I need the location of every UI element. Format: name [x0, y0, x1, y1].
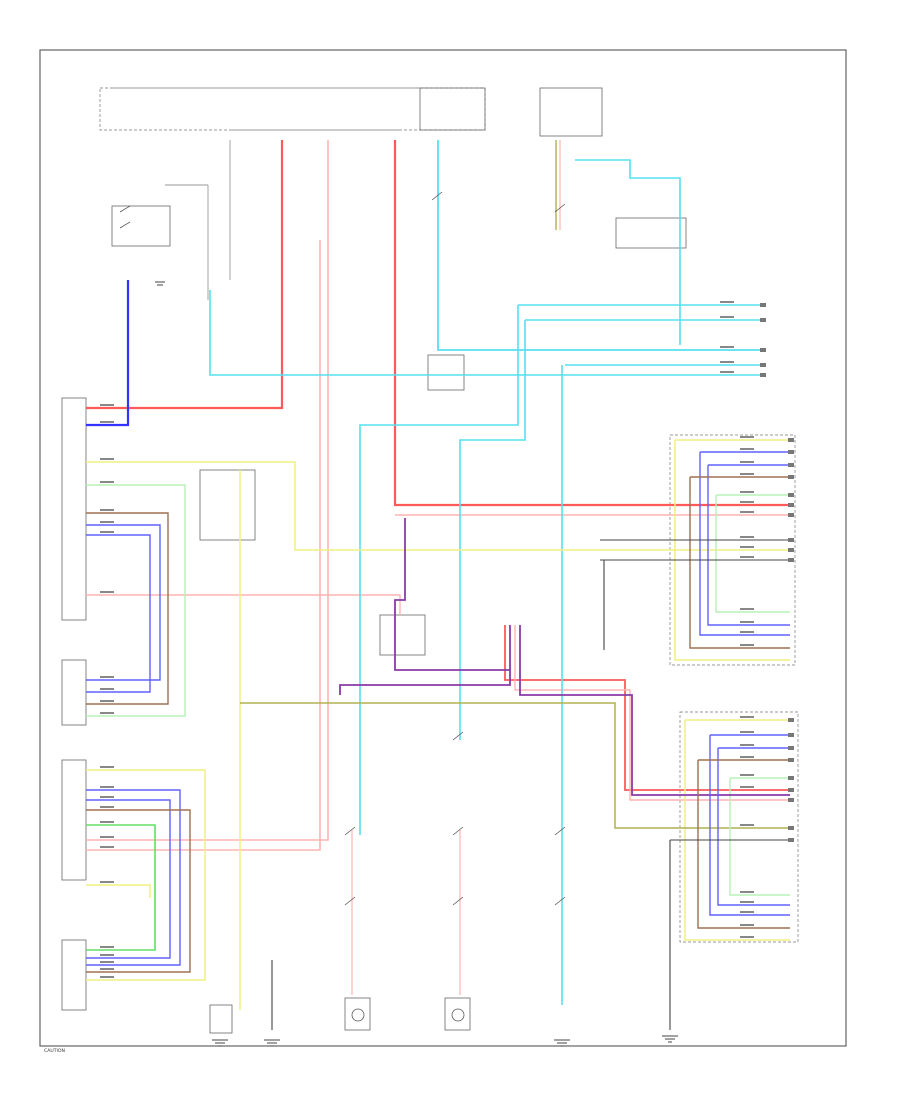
wire-pink-3 — [86, 594, 401, 615]
diagram-frame — [39, 49, 847, 1047]
right-door-connector — [61, 939, 87, 1011]
under-hood-fuse-box — [99, 87, 486, 131]
wire-cyan-2 — [209, 290, 760, 376]
wire-purple-1 — [394, 518, 510, 671]
center-module-box — [427, 354, 465, 391]
ground-symbols — [155, 281, 678, 1047]
wire-code-marks — [100, 301, 754, 978]
door-switch-connector — [61, 659, 87, 726]
ground-box-left — [209, 1004, 233, 1034]
right-rear-actuator-frame — [679, 711, 799, 943]
connector-pins-right — [760, 303, 794, 842]
wire-navy-1 — [86, 524, 161, 681]
wire-green-2 — [86, 484, 186, 717]
wire-pink-5 — [514, 625, 790, 801]
wire-red-lock — [504, 625, 790, 791]
wire-cyan-6 — [359, 305, 519, 835]
lock-relay-box — [379, 614, 426, 656]
switch-symbols — [119, 191, 566, 1022]
wires — [86, 87, 790, 1030]
wire-yellow-7 — [684, 720, 790, 941]
wire-purple-2 — [339, 625, 511, 695]
wire-navy-2 — [86, 534, 151, 693]
wire-brown-6 — [697, 760, 790, 929]
footer-note: CAUTION — [44, 1048, 65, 1054]
wire-pink-1 — [86, 140, 329, 841]
wire-navy-10 — [709, 735, 790, 916]
wire-yellow-5 — [674, 440, 790, 661]
wire-olive-1 — [240, 702, 790, 829]
fuse-relay-box — [419, 87, 486, 131]
left-door-connector — [61, 759, 87, 881]
wire-brown-4 — [689, 477, 790, 649]
wire-navy-12 — [717, 748, 790, 906]
wire-navy-8 — [707, 465, 790, 626]
wire-green-6 — [729, 778, 790, 896]
key-switch-box — [111, 205, 171, 247]
wire-purple-3 — [519, 625, 790, 796]
wire-cyan-3 — [575, 159, 681, 345]
door-lock-motor-right — [444, 997, 471, 1031]
wire-yellow-1 — [86, 461, 790, 551]
wire-red-main — [86, 140, 284, 410]
wire-brown-2 — [86, 809, 191, 973]
wire-blue — [86, 280, 130, 427]
unlock-switch-box — [615, 217, 687, 249]
wire-navy-6 — [699, 452, 790, 636]
wire-red-right — [393, 140, 790, 507]
wire-green-4 — [715, 495, 790, 613]
wire-brown-1 — [86, 512, 169, 705]
wire-yellow-2 — [86, 769, 206, 981]
wire-navy-3 — [86, 789, 181, 966]
component-boxes — [61, 87, 799, 1034]
wire-green-1 — [86, 824, 156, 951]
wire-cyan-7 — [459, 320, 526, 740]
door-lock-motor-left — [344, 997, 371, 1031]
wire-pink-2 — [86, 240, 321, 851]
power-relay-box — [199, 469, 256, 541]
wire-navy-4 — [86, 799, 171, 959]
control-unit-left-connector — [61, 397, 87, 621]
wire-yellow-8 — [86, 884, 151, 898]
wire-cyan-1 — [437, 140, 760, 351]
under-dash-fuse-box — [539, 87, 603, 137]
